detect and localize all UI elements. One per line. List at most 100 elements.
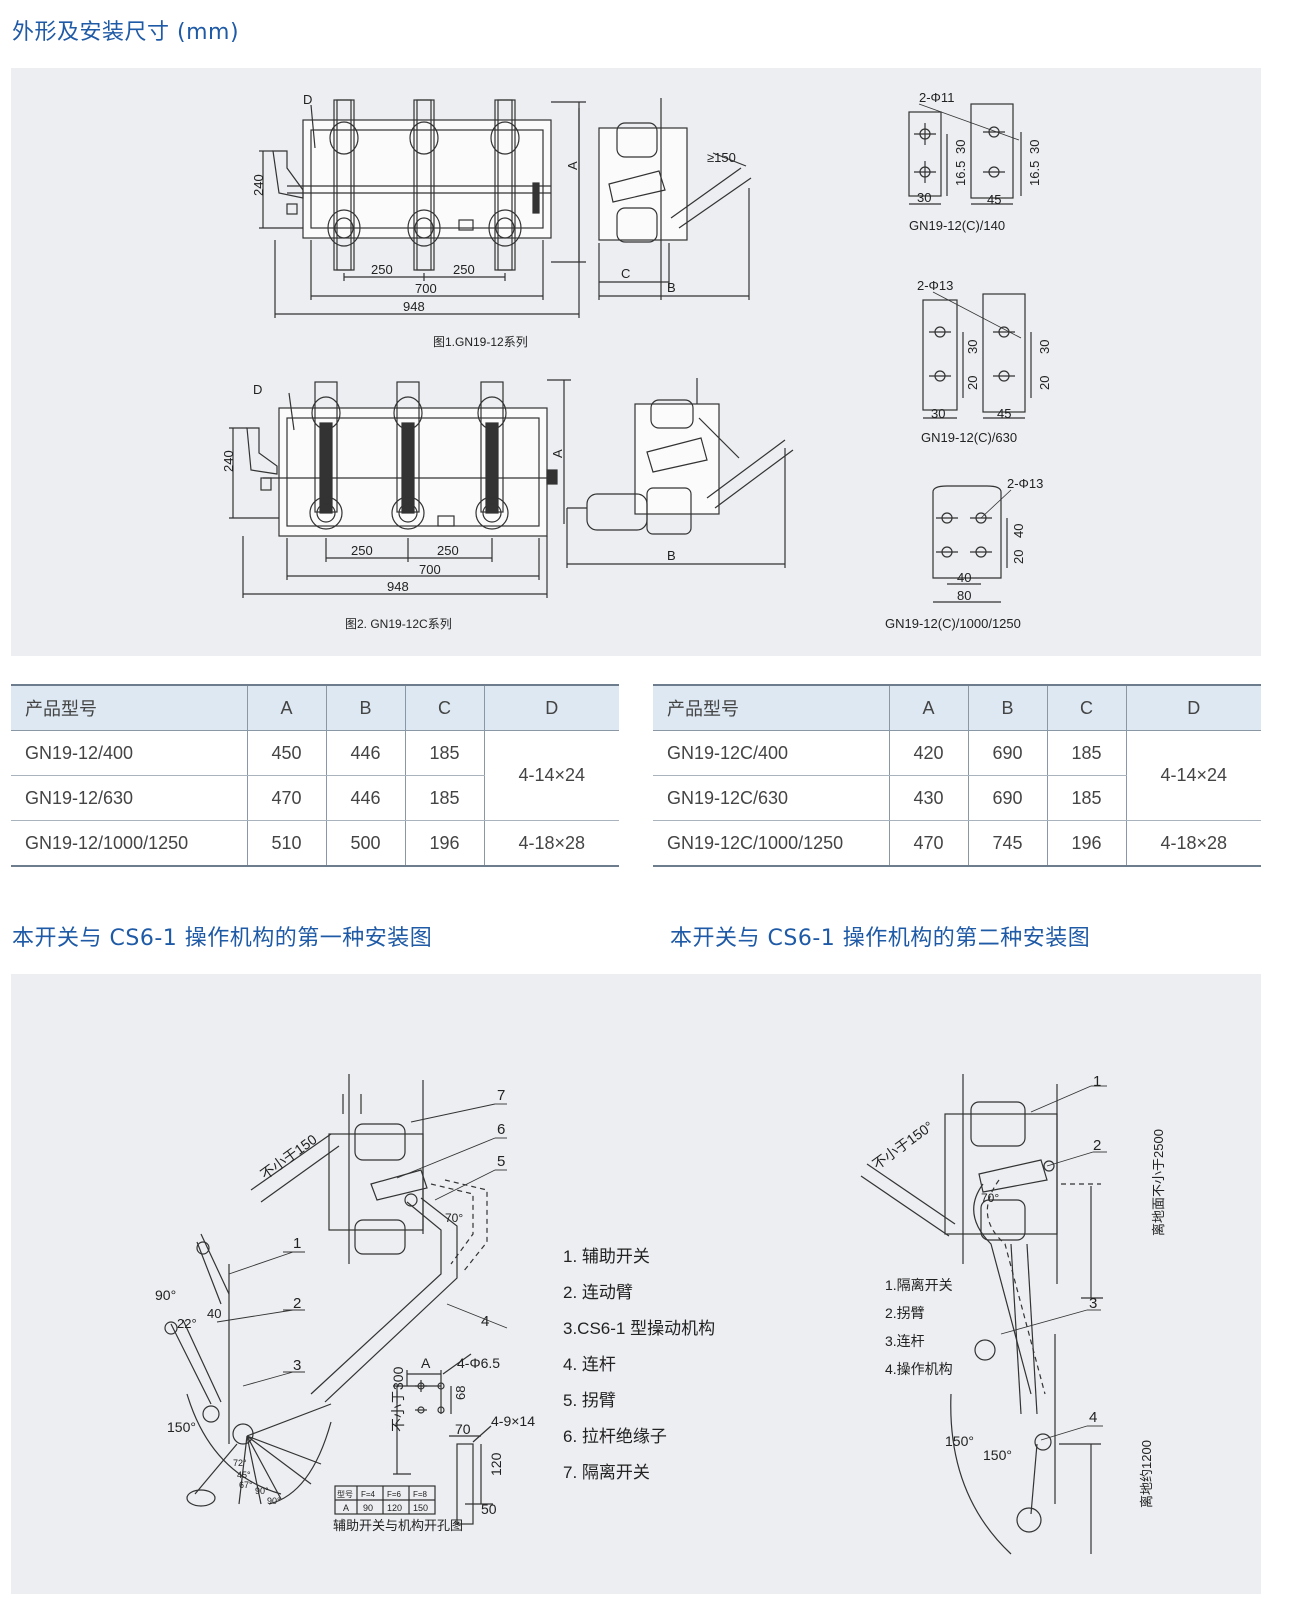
install2-num-3: 3	[1089, 1295, 1097, 1312]
install2-legend-1: 1.隔离开关	[885, 1277, 953, 1293]
hole-label-a: A	[421, 1355, 431, 1371]
h1000-d40: 40	[1011, 524, 1026, 538]
h140-w45: 45	[987, 192, 1001, 207]
fig2-label-a: A	[550, 449, 565, 458]
fig1-front-view	[259, 99, 586, 318]
table-header-row: 产品型号 A B C D	[653, 684, 1261, 731]
hole-dim-68: 68	[453, 1386, 468, 1400]
fig2-dim-240: 240	[221, 450, 236, 472]
h1000-d20: 20	[1011, 550, 1026, 564]
fig2-dim-250a: 250	[351, 543, 373, 558]
fig2-pole-1	[309, 381, 343, 530]
install2-num-2: 2	[1093, 1137, 1101, 1154]
col-model: 产品型号	[653, 684, 889, 731]
installation-drawing-panel: 7 6 5 4 1 2 3 不小于150 90° 22° 40 150° 70°…	[11, 974, 1261, 1594]
col-c: C	[404, 684, 484, 731]
install1-small-angle: 72°	[233, 1458, 247, 1468]
table-row: GN19-12C/630 430 690 185	[653, 775, 1261, 821]
fig2-front-view	[229, 379, 571, 598]
install2-leaders	[1000, 1085, 1107, 1441]
hole-caption: 辅助开关与机构开孔图	[333, 1518, 463, 1533]
col-d: D	[1125, 684, 1261, 731]
spec-table-left: 产品型号 A B C D GN19-12/400 450 446 185 4-1…	[11, 684, 619, 867]
h1000-w80: 80	[957, 588, 971, 603]
fig1-dim-240: 240	[251, 174, 266, 196]
installation-drawings: 7 6 5 4 1 2 3 不小于150 90° 22° 40 150° 70°…	[155, 1073, 1166, 1555]
col-c: C	[1046, 684, 1126, 731]
table-row: GN19-12/400 450 446 185 4-14×24	[11, 730, 619, 821]
h630-d30: 30	[965, 340, 980, 354]
install-title-1: 本开关与 CS6-1 操作机构的第一种安装图	[12, 926, 433, 951]
install-title-2: 本开关与 CS6-1 操作机构的第二种安装图	[670, 926, 1091, 951]
cell-c: 185	[1046, 730, 1126, 776]
h1000-caption: GN19-12(C)/1000/1250	[885, 616, 1021, 631]
h630-d20: 20	[965, 376, 980, 390]
install1-hole-pattern	[334, 1353, 493, 1525]
install1-small-angle: 90°	[255, 1486, 269, 1496]
col-a: A	[888, 684, 968, 731]
install2-legend-3: 3.连杆	[885, 1333, 925, 1349]
col-b: B	[325, 684, 405, 731]
cell-model: GN19-12/1000/1250	[11, 820, 247, 867]
install2-ground-1200: 离地约1200	[1139, 1440, 1154, 1508]
h140-d30b: 30	[1027, 140, 1042, 154]
cell-d: 4-14×24	[1125, 730, 1261, 821]
cell-a: 470	[246, 775, 326, 821]
cell-d: 4-18×28	[483, 820, 619, 867]
install1-angle-90: 90°	[155, 1287, 176, 1303]
install1-num-3: 3	[293, 1357, 301, 1374]
fig2-label-d: D	[253, 382, 262, 397]
install1-num-6: 6	[497, 1121, 505, 1138]
install1-legend-6: 6. 拉杆绝缘子	[563, 1427, 667, 1446]
fig1-dim-700: 700	[415, 281, 437, 296]
fig1-pole-2	[407, 99, 441, 271]
cell-b: 500	[325, 820, 405, 867]
table-row: GN19-12/1000/1250 510 500 196 4-18×28	[11, 820, 619, 867]
fig1-label-d: D	[303, 92, 312, 107]
h630-w30: 30	[931, 406, 945, 421]
hole-label-4holes: 4-Φ6.5	[457, 1355, 500, 1371]
h630-d20b: 20	[1037, 376, 1052, 390]
install1-disconnector	[250, 1074, 428, 1264]
fig1-label-c: C	[621, 266, 630, 281]
fig2-pole-3	[475, 381, 509, 530]
install2-mechanism	[950, 1334, 1101, 1555]
install2-legend-4: 4.操作机构	[885, 1361, 953, 1377]
fig1-dim-250b: 250	[453, 262, 475, 277]
install2-angle-150b: 150°	[983, 1447, 1012, 1463]
h140-d165: 16.5	[953, 161, 968, 186]
hole-pattern-630	[922, 291, 1032, 419]
dimensions-title: 外形及安装尺寸 (mm)	[12, 20, 240, 45]
install1-num-1: 1	[293, 1235, 301, 1252]
table-header-row: 产品型号 A B C D	[11, 684, 619, 731]
cell-c: 185	[404, 730, 484, 776]
fig2-dim-948: 948	[387, 579, 409, 594]
hole-table-head: F=4	[361, 1490, 376, 1499]
cell-a: 510	[246, 820, 326, 867]
cell-b: 446	[325, 730, 405, 776]
h140-w30: 30	[917, 190, 931, 205]
install1-angle-70: 70°	[445, 1211, 463, 1225]
install2-not-less-150: 不小于150°	[869, 1118, 936, 1173]
fig1-label-ge150: ≥150	[707, 150, 736, 165]
dimension-drawings: D 240 250 250 700 948 A C B ≥150 图1.GN19…	[221, 90, 1052, 631]
hole-label-slots: 4-9×14	[491, 1413, 535, 1429]
fig1-side-view	[598, 98, 752, 300]
fig1-caption: 图1.GN19-12系列	[433, 335, 528, 349]
install1-num-5: 5	[497, 1153, 505, 1170]
fig1-pole-1	[327, 99, 361, 271]
h140-d30: 30	[953, 140, 968, 154]
fig1-dim-250a: 250	[371, 262, 393, 277]
cell-b: 446	[325, 775, 405, 821]
cell-model: GN19-12C/630	[653, 775, 889, 821]
col-d: D	[483, 684, 619, 731]
h630-d30b: 30	[1037, 340, 1052, 354]
fig2-caption: 图2. GN19-12C系列	[345, 617, 452, 631]
fig1-pole-3	[488, 99, 522, 271]
hole-table-cell: 150	[413, 1503, 428, 1513]
fig1-label-a: A	[565, 161, 580, 170]
install2-legend-2: 2.拐臂	[885, 1305, 925, 1321]
hole-dim-70: 70	[455, 1421, 471, 1437]
h140-d165b: 16.5	[1027, 161, 1042, 186]
install1-num-4: 4	[481, 1313, 489, 1330]
